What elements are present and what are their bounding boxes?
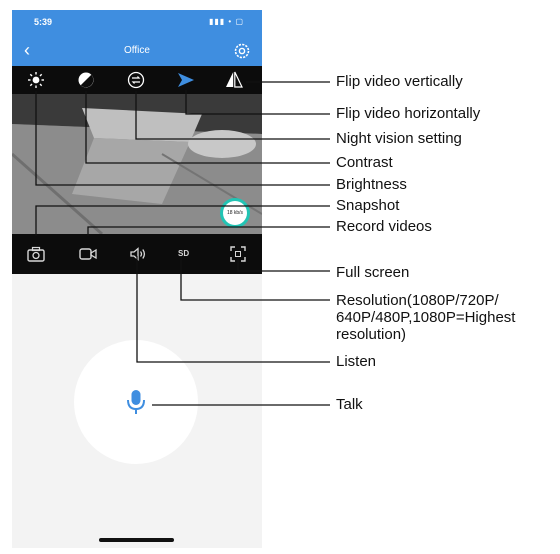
phone-screen: 5:39 ▮▮▮ • ▢ ‹ Office — [12, 10, 262, 548]
microphone-icon — [127, 390, 145, 414]
label-full-screen: Full screen — [336, 264, 410, 281]
label-flip-vertical: Flip video vertically — [336, 73, 463, 90]
video-panel: 18 kb/s SD — [12, 66, 262, 274]
video-toolbar-bottom: SD — [12, 234, 262, 274]
status-bar: 5:39 ▮▮▮ • ▢ — [12, 10, 262, 36]
status-time: 5:39 — [34, 17, 53, 27]
fullscreen-icon[interactable] — [228, 244, 248, 264]
label-listen: Listen — [336, 353, 377, 370]
video-toolbar-top — [12, 66, 262, 94]
brightness-icon[interactable] — [26, 70, 46, 90]
flip-horizontal-icon[interactable] — [176, 70, 196, 90]
talk-button[interactable] — [74, 340, 198, 464]
contrast-icon[interactable] — [76, 70, 96, 90]
label-record: Record videos — [336, 218, 432, 235]
nav-bar: ‹ Office — [12, 36, 262, 66]
camera-feed: 18 kb/s — [12, 94, 262, 234]
record-icon[interactable] — [78, 244, 98, 264]
bitrate-label: 18 kb/s — [223, 201, 247, 225]
page-title: Office — [124, 45, 150, 56]
speaker-icon[interactable] — [128, 244, 148, 264]
resolution-button[interactable]: SD — [178, 249, 190, 258]
night-vision-icon[interactable] — [126, 70, 146, 90]
label-resolution: Resolution(1080P/720P/ 640P/480P,1080P=H… — [336, 292, 516, 343]
bitrate-badge: 18 kb/s — [220, 198, 250, 228]
status-icons: ▮▮▮ • ▢ — [208, 17, 244, 26]
label-contrast: Contrast — [336, 154, 393, 171]
camera-icon[interactable] — [26, 244, 46, 264]
gear-icon[interactable] — [232, 41, 252, 61]
label-talk: Talk — [336, 396, 363, 413]
back-button[interactable]: ‹ — [24, 40, 30, 60]
label-snapshot: Snapshot — [336, 197, 400, 214]
label-night-vision: Night vision setting — [336, 130, 462, 147]
label-flip-horizontal: Flip video horizontally — [336, 105, 481, 122]
home-indicator — [99, 538, 174, 542]
label-brightness: Brightness — [336, 176, 407, 193]
flip-vertical-icon[interactable] — [224, 70, 244, 90]
